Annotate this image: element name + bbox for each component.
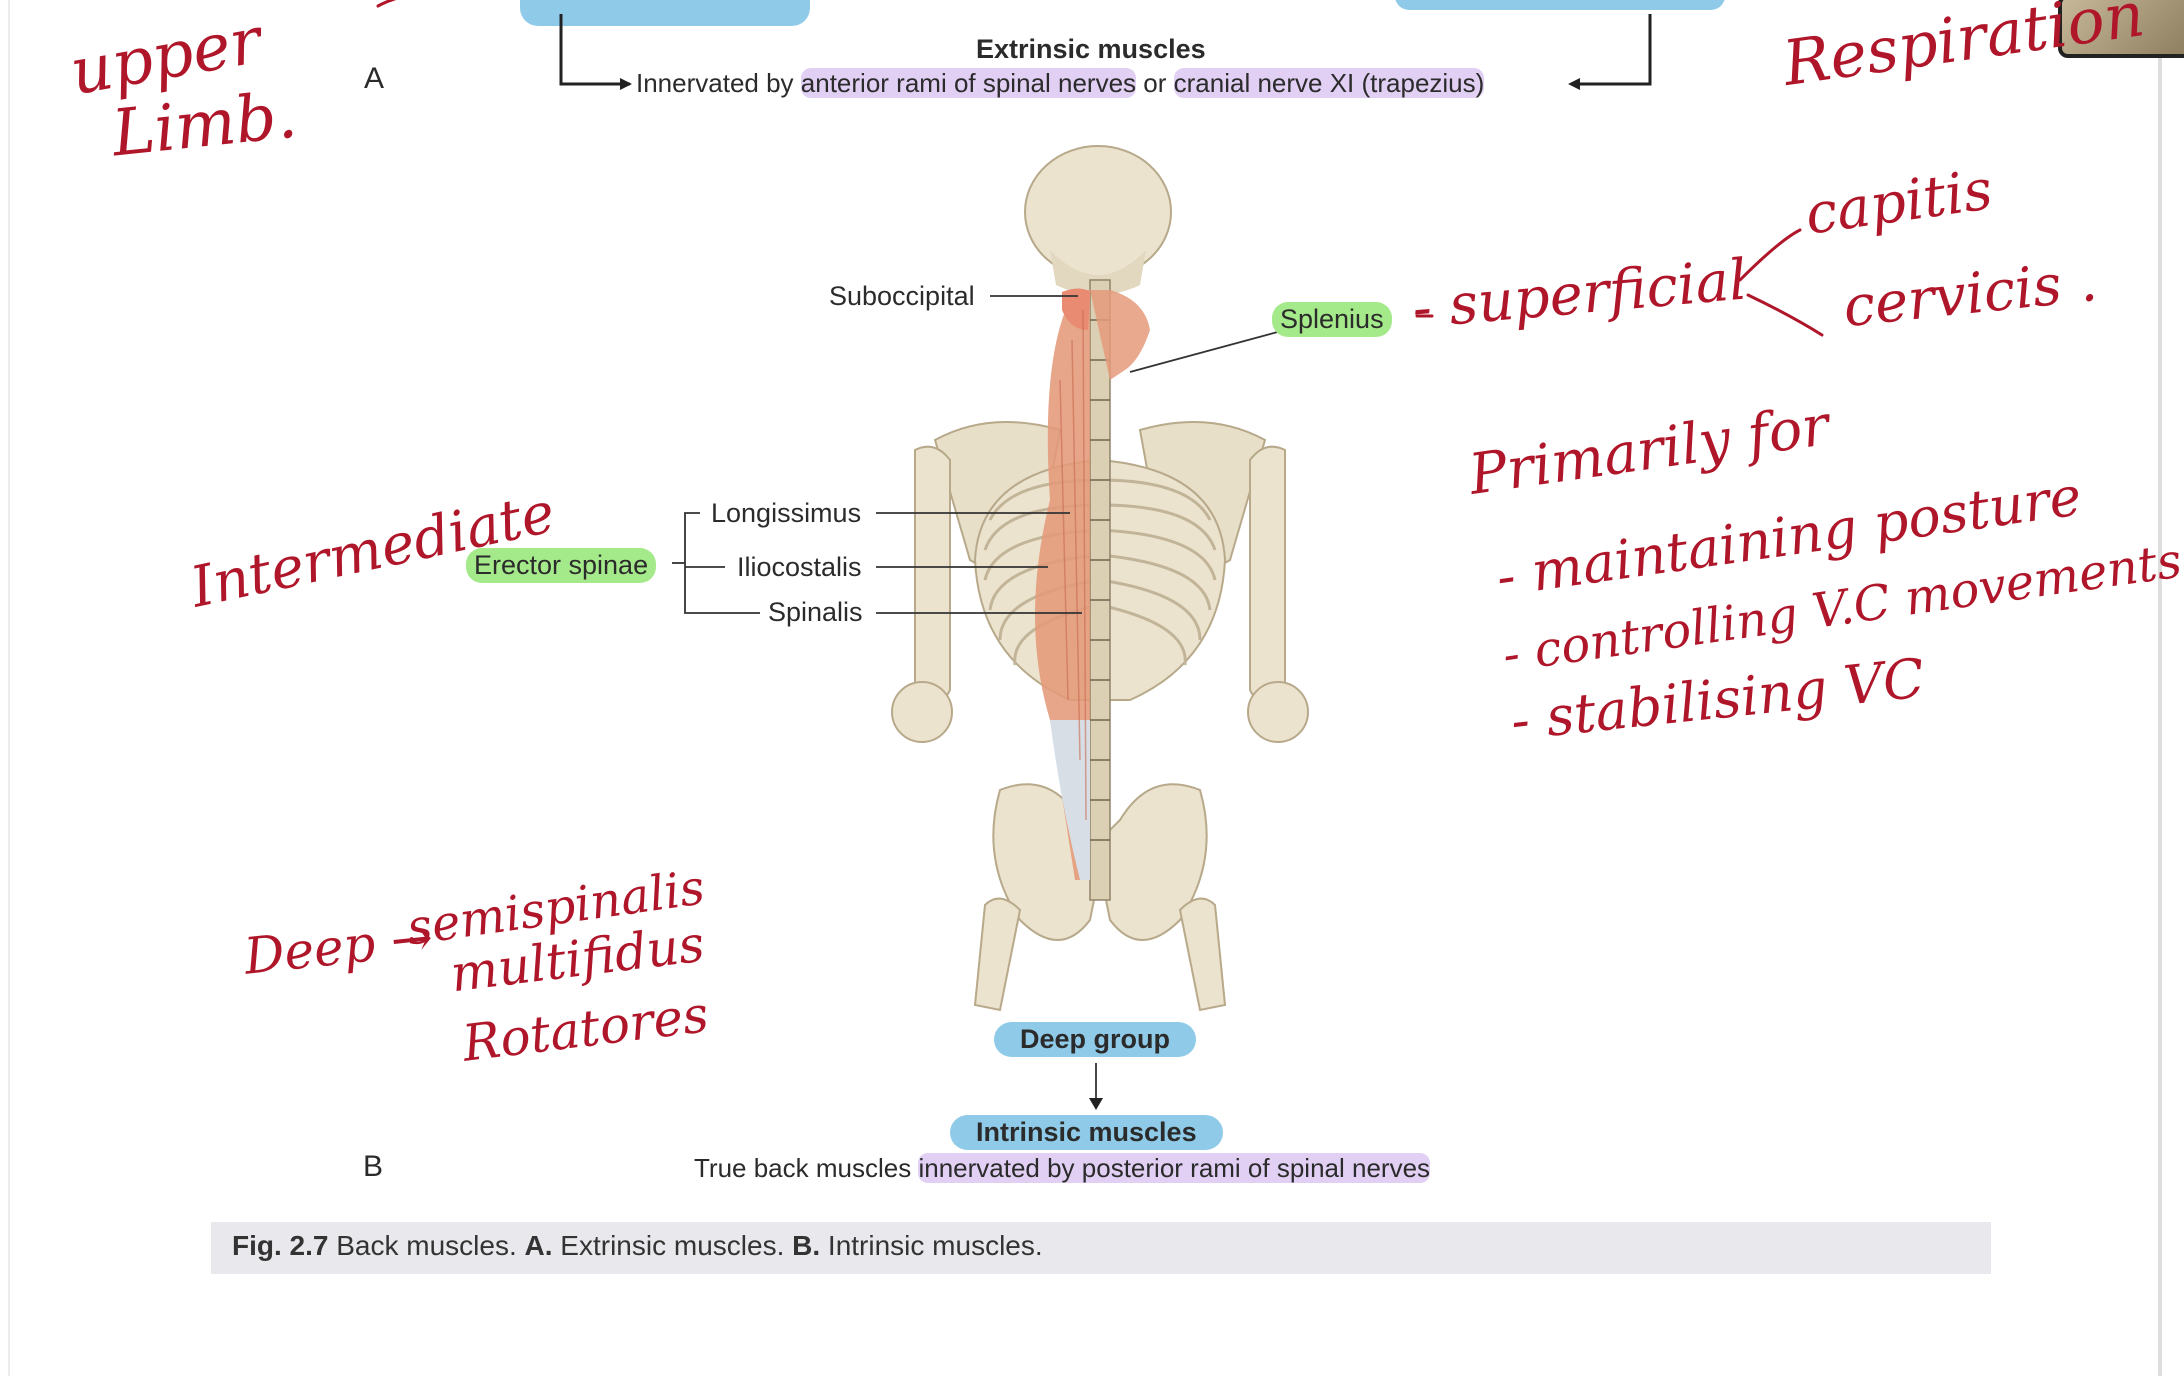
caption-text3: Intrinsic muscles. bbox=[820, 1230, 1043, 1261]
caption-text1: Back muscles. bbox=[328, 1230, 525, 1261]
intrinsic-text: True back muscles innervated by posterio… bbox=[694, 1153, 1431, 1184]
extrinsic-highlight-cranial-nerve: cranial nerve XI (trapezius) bbox=[1173, 68, 1485, 98]
extrinsic-highlight-anterior-rami: anterior rami of spinal nerves bbox=[800, 68, 1137, 98]
panel-b-letter: B bbox=[363, 1150, 384, 1183]
label-erector-spinae: Erector spinae bbox=[466, 548, 657, 583]
splenius-muscle bbox=[1090, 290, 1150, 380]
label-suboccipital: Suboccipital bbox=[829, 281, 975, 311]
left-femur bbox=[973, 897, 1022, 1012]
extrinsic-bracket bbox=[559, 14, 1652, 86]
vertebral-column bbox=[1089, 279, 1111, 901]
intrinsic-highlight-posterior-rami: innervated by posterior rami of spinal n… bbox=[918, 1153, 1431, 1183]
top-highlight-right bbox=[1395, 0, 1725, 10]
top-highlight-left bbox=[520, 0, 810, 26]
label-iliocostalis: Iliocostalis bbox=[737, 552, 862, 582]
caption-fig-label: Fig. 2.7 bbox=[232, 1230, 329, 1261]
right-femur bbox=[1178, 897, 1227, 1012]
extrinsic-prefix: Innervated by bbox=[636, 68, 801, 98]
right-humerus bbox=[1249, 445, 1286, 706]
intrinsic-prefix: True back muscles bbox=[694, 1153, 919, 1183]
extrinsic-title: Extrinsic muscles bbox=[976, 34, 1206, 64]
deep-group-label: Deep group bbox=[994, 1022, 1197, 1057]
label-longissimus: Longissimus bbox=[711, 498, 862, 528]
caption-a-label: A. bbox=[524, 1230, 553, 1261]
ribs bbox=[983, 478, 1217, 666]
webcam-thumbnail[interactable] bbox=[2058, 0, 2184, 58]
intrinsic-title: Intrinsic muscles bbox=[950, 1115, 1223, 1150]
caption-bar bbox=[211, 1222, 1991, 1274]
caption-text2: Extrinsic muscles. bbox=[552, 1230, 793, 1261]
panel-a-letter: A bbox=[364, 62, 385, 95]
page-right-edge bbox=[2158, 0, 2162, 1376]
extrinsic-text: Innervated by anterior rami of spinal ne… bbox=[636, 68, 1485, 99]
page-left-edge bbox=[8, 0, 10, 1376]
label-splenius: Splenius bbox=[1272, 302, 1392, 337]
extrinsic-middle: or bbox=[1136, 68, 1174, 98]
handwritten-strokes bbox=[376, 0, 1824, 337]
leader-lines bbox=[672, 295, 1286, 1103]
caption-b-label: B. bbox=[792, 1230, 821, 1261]
skull bbox=[1024, 145, 1172, 279]
label-spinalis: Spinalis bbox=[768, 597, 863, 627]
left-humerus bbox=[914, 445, 951, 706]
figure-caption: Fig. 2.7 Back muscles. A. Extrinsic musc… bbox=[232, 1230, 1043, 1262]
